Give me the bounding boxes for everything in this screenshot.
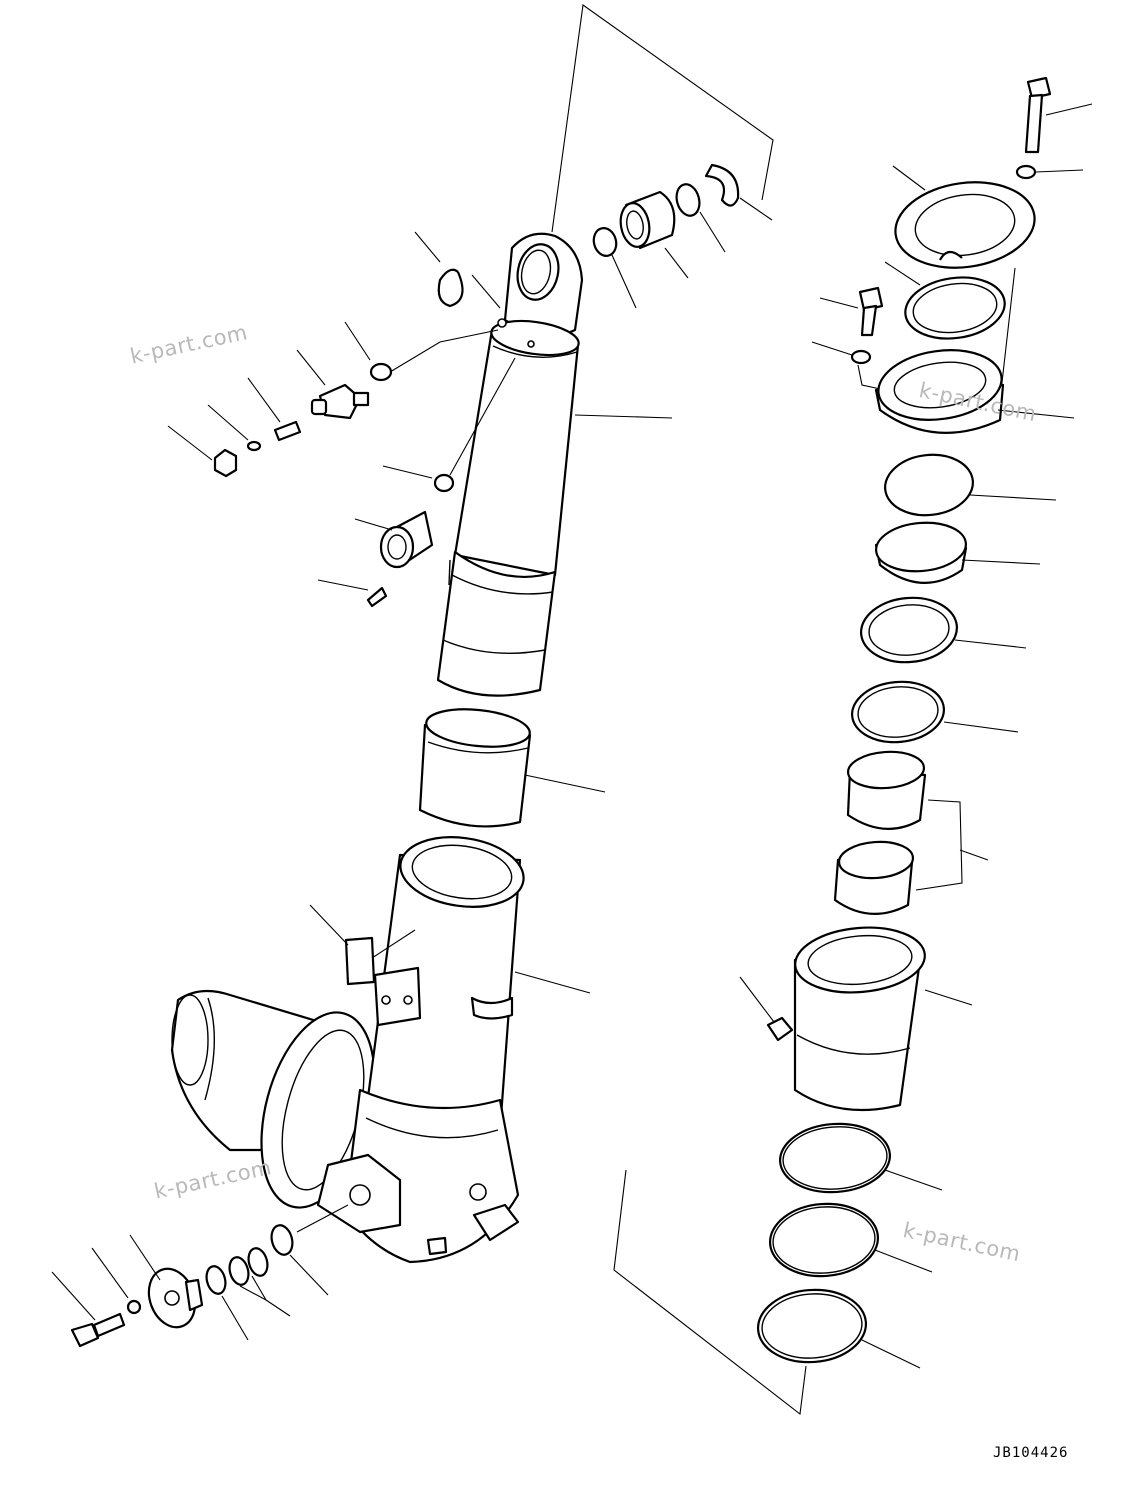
stud-washer [850, 349, 872, 365]
hex-nut [213, 448, 238, 478]
small-pin [366, 586, 388, 608]
o-ring-large-1 [778, 1122, 892, 1194]
seal-ring-3 [860, 596, 958, 664]
o-ring-lower-2 [228, 1247, 269, 1286]
lower-housing [793, 926, 926, 1112]
rod-eye [503, 232, 584, 337]
seal-ring-4 [851, 680, 945, 744]
grease-nipple [273, 420, 302, 442]
o-ring-large-3 [756, 1288, 868, 1364]
o-ring-lower-3 [270, 1224, 294, 1256]
lower-bolt [70, 1312, 126, 1348]
bearing-cage [874, 349, 1005, 434]
stud-bolt [858, 286, 884, 337]
drawing-code: JB104426 [993, 1445, 1069, 1461]
top-washer [1015, 164, 1037, 180]
lower-washer [126, 1299, 142, 1315]
bushing-lower [833, 840, 915, 915]
seal-ring-1 [884, 453, 974, 517]
o-ring-small-1 [369, 362, 393, 382]
housing-bolt [766, 1016, 794, 1042]
shim-plate [894, 181, 1036, 269]
flange-cap [147, 1267, 204, 1329]
spherical-bearing [619, 190, 676, 250]
small-washer [246, 440, 262, 452]
group-bracket-top [551, 4, 774, 233]
top-bolt [1024, 76, 1052, 154]
sensor-fitting [310, 383, 370, 420]
o-ring-bearing [675, 183, 701, 217]
o-ring-rod [592, 227, 618, 257]
bushing-upper [846, 750, 927, 830]
group-bracket-bottom [613, 1169, 807, 1416]
bushing-ring-2 [874, 521, 968, 584]
upper-cylinder-tube [436, 318, 580, 697]
cylinder-sleeve [418, 708, 532, 828]
o-ring-small-2 [433, 473, 455, 493]
o-ring-lower-1 [205, 1265, 227, 1295]
retainer-ring [904, 276, 1006, 340]
bushing-fitting [379, 510, 434, 569]
snap-ring-left [437, 268, 464, 308]
snap-ring-right [704, 163, 740, 207]
axle-housing [170, 836, 525, 1264]
o-ring-large-2 [768, 1202, 880, 1278]
